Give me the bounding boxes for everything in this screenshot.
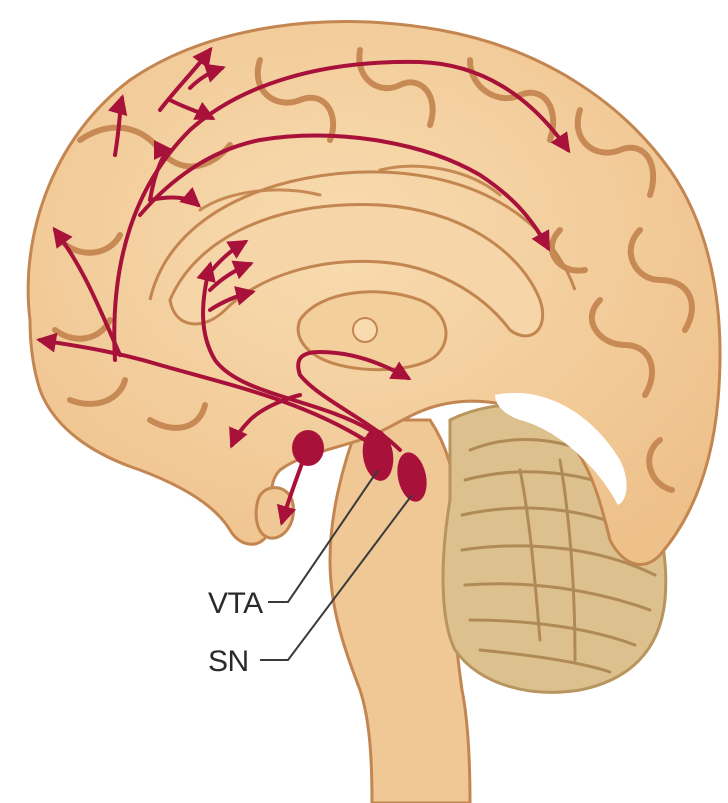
pituitary <box>256 488 293 539</box>
vta-label: VTA <box>208 587 263 620</box>
sn-label: SN <box>208 645 249 678</box>
interthalamic-adhesion <box>353 318 377 342</box>
arcuate-nucleus <box>292 430 324 466</box>
